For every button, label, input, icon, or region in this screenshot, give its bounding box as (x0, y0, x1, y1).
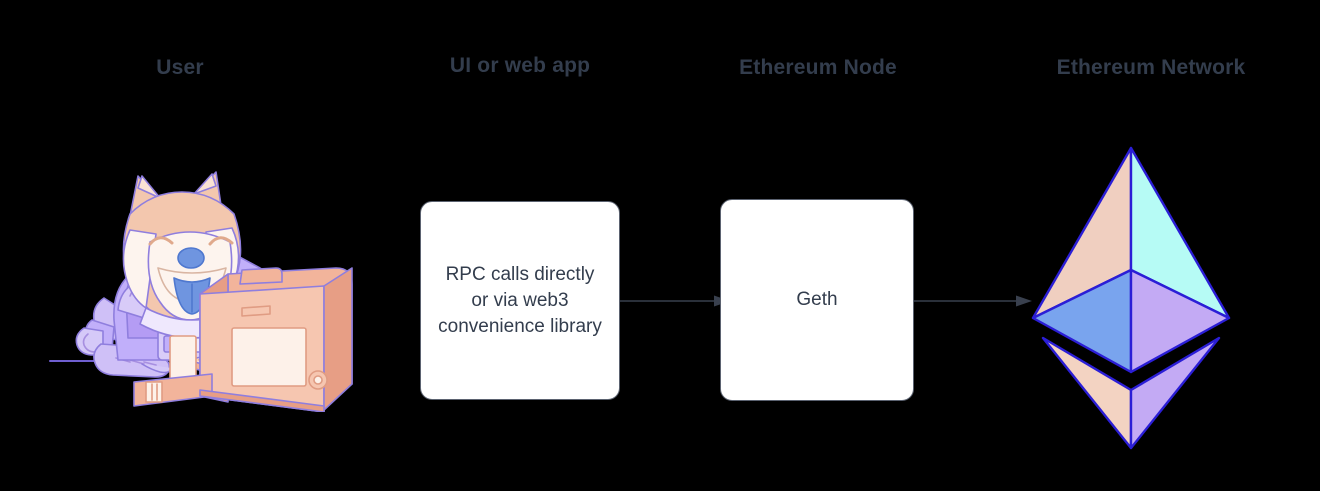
ethereum-diamond-logo (1031, 146, 1231, 450)
column-header-ethereum-node: Ethereum Node (739, 56, 897, 79)
shiba-inu-at-computer-illustration (49, 171, 353, 412)
column-header-ui-or-web-app: UI or web app (449, 54, 591, 77)
node-label-webapp: RPC calls directly or via web3 convenien… (438, 263, 602, 337)
node-box-webapp[interactable]: RPC calls directly or via web3 convenien… (420, 201, 620, 400)
column-header-ethereum-network: Ethereum Network (1056, 56, 1246, 79)
arrow-webapp-to-geth (618, 295, 730, 307)
column-header-user: User (156, 56, 204, 79)
arrow-geth-to-ethereum-network (912, 295, 1032, 307)
node-box-geth[interactable]: Geth (720, 199, 914, 401)
node-label-geth: Geth (796, 289, 838, 310)
